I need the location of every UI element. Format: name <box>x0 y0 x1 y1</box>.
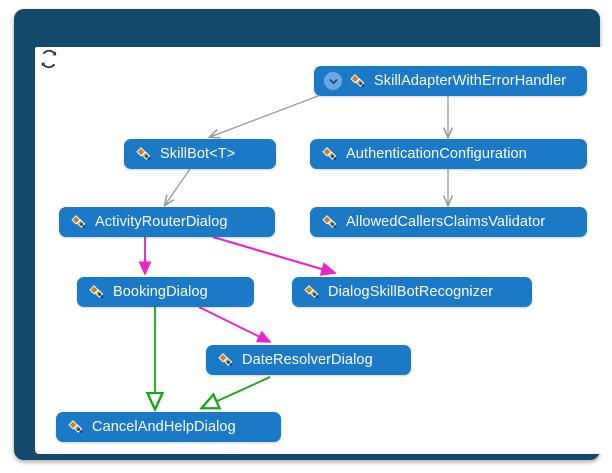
node-skill-adapter-with-error-handler[interactable]: SkillAdapterWithErrorHandler <box>314 66 587 96</box>
refresh-icon[interactable] <box>39 49 59 69</box>
node-label: DateResolverDialog <box>242 352 373 368</box>
edge-skilladapter-skillbot <box>210 95 319 137</box>
class-icon <box>320 213 339 232</box>
node-label: SkillAdapterWithErrorHandler <box>374 73 567 89</box>
diagram-canvas[interactable]: SkillAdapterWithErrorHandler SkillBot<T> <box>35 47 607 454</box>
edge-layer <box>138 95 607 454</box>
class-icon <box>66 418 85 437</box>
class-icon <box>216 351 235 370</box>
node-label: SkillBot<T> <box>160 146 236 162</box>
node-authentication-configuration[interactable]: AuthenticationConfiguration <box>310 139 587 169</box>
class-icon <box>302 283 321 302</box>
node-label: BookingDialog <box>113 284 208 300</box>
class-icon <box>69 213 88 232</box>
edge-activityrouter-recognizer <box>212 235 337 276</box>
node-label: DialogSkillBotRecognizer <box>328 284 494 300</box>
chevron-down-icon[interactable] <box>324 72 342 90</box>
node-date-resolver-dialog[interactable]: DateResolverDialog <box>206 345 411 375</box>
class-icon <box>320 145 339 164</box>
class-icon <box>348 72 367 91</box>
node-label: CancelAndHelpDialog <box>92 419 236 435</box>
class-icon <box>87 283 106 302</box>
node-label: ActivityRouterDialog <box>95 214 228 230</box>
window-frame: SkillAdapterWithErrorHandler SkillBot<T> <box>14 9 607 460</box>
node-allowed-callers-claims-validator[interactable]: AllowedCallersClaimsValidator <box>310 207 587 237</box>
node-dialog-skill-bot-recognizer[interactable]: DialogSkillBotRecognizer <box>292 277 532 307</box>
edge-bookingdialog-dateresolver <box>198 306 272 343</box>
node-label: AuthenticationConfiguration <box>346 146 527 162</box>
node-skill-bot[interactable]: SkillBot<T> <box>124 139 276 169</box>
node-cancel-and-help-dialog[interactable]: CancelAndHelpDialog <box>56 412 281 442</box>
edge-skillbot-activityrouter <box>165 168 191 205</box>
edge-dateresolver-cancelhelp <box>202 376 271 408</box>
class-icon <box>134 145 153 164</box>
node-booking-dialog[interactable]: BookingDialog <box>77 277 254 307</box>
node-label: AllowedCallersClaimsValidator <box>346 214 546 230</box>
node-activity-router-dialog[interactable]: ActivityRouterDialog <box>59 207 275 237</box>
